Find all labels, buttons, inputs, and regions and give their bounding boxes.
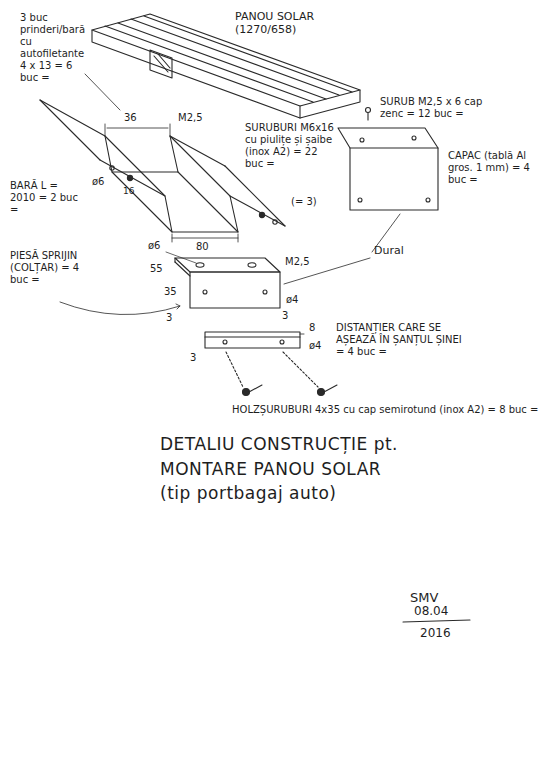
annotation-label: 3 buc prinderi/bară cu autofiletante 4 x… — [20, 12, 90, 84]
annotation-label: 55 — [150, 263, 172, 275]
bar-edge — [100, 160, 285, 232]
dimension-lines — [105, 124, 238, 242]
bar-edge — [105, 136, 165, 196]
signature-line — [403, 620, 470, 622]
annotation-label: PIESĂ SPRIJIN (COLȚAR) = 4 buc = — [10, 250, 85, 286]
annotation-label: Dural — [374, 244, 414, 257]
spacer — [205, 332, 300, 348]
bar-edge — [40, 100, 225, 172]
annotation-label: 8 — [309, 322, 323, 334]
annotation-label: SMV — [410, 590, 470, 606]
bar-edge — [225, 166, 285, 226]
annotation-label: 16 — [123, 186, 145, 197]
support-bracket — [166, 252, 280, 308]
wood-screws — [226, 352, 337, 396]
annotation-label: SURUBURI M6x16 cu piulițe și șaibe (inox… — [245, 122, 337, 170]
m6-screws — [110, 166, 277, 224]
annotation-label: 35 — [164, 286, 186, 298]
leader-lines — [60, 74, 400, 334]
annotation-label: 36 — [124, 112, 146, 124]
annotation-label: CAPAC (tablă Al gros. 1 mm) = 4 buc = — [448, 150, 543, 186]
cap-plate — [338, 128, 438, 210]
solar-panel — [92, 14, 360, 118]
annotation-label: ø4 — [286, 294, 310, 306]
bar-edge — [112, 172, 172, 232]
annotation-label: HOLZȘURUBURI 4x35 cu cap semirotund (ino… — [232, 404, 547, 416]
annotation-label: M2,5 — [285, 256, 321, 268]
bar-edge — [40, 100, 100, 160]
bar-edge — [178, 172, 238, 232]
annotation-label: 2016 — [420, 626, 480, 640]
annotation-label: 3 — [190, 352, 204, 364]
annotation-label: 08.04 — [414, 604, 474, 618]
annotation-label: SURUB M2,5 x 6 cap zenc = 12 buc = — [380, 96, 500, 120]
annotation-label: 80 — [196, 241, 220, 253]
annotation-label: (= 3) — [291, 196, 331, 208]
annotation-label: ø6 — [148, 240, 170, 252]
annotation-label: 3 — [282, 310, 296, 322]
panel-support-block — [150, 50, 172, 78]
annotation-label: M2,5 — [178, 112, 214, 124]
annotation-label: PANOU SOLAR (1270/658) — [235, 10, 345, 36]
cap-screw — [366, 108, 371, 121]
annotation-label: 3 — [166, 312, 180, 324]
bar-edge — [170, 136, 230, 196]
annotation-label: DISTANȚIER CARE SE AȘEAZĂ ÎN ȘANȚUL ȘINE… — [336, 322, 466, 358]
annotation-label: ø6 — [92, 176, 114, 188]
annotation-label: BARĂ L = 2010 = 2 buc = — [10, 180, 78, 216]
sketch-title: DETALIU CONSTRUCȚIE pt. MONTARE PANOU SO… — [160, 432, 410, 506]
annotation-label: ø4 — [309, 340, 333, 352]
